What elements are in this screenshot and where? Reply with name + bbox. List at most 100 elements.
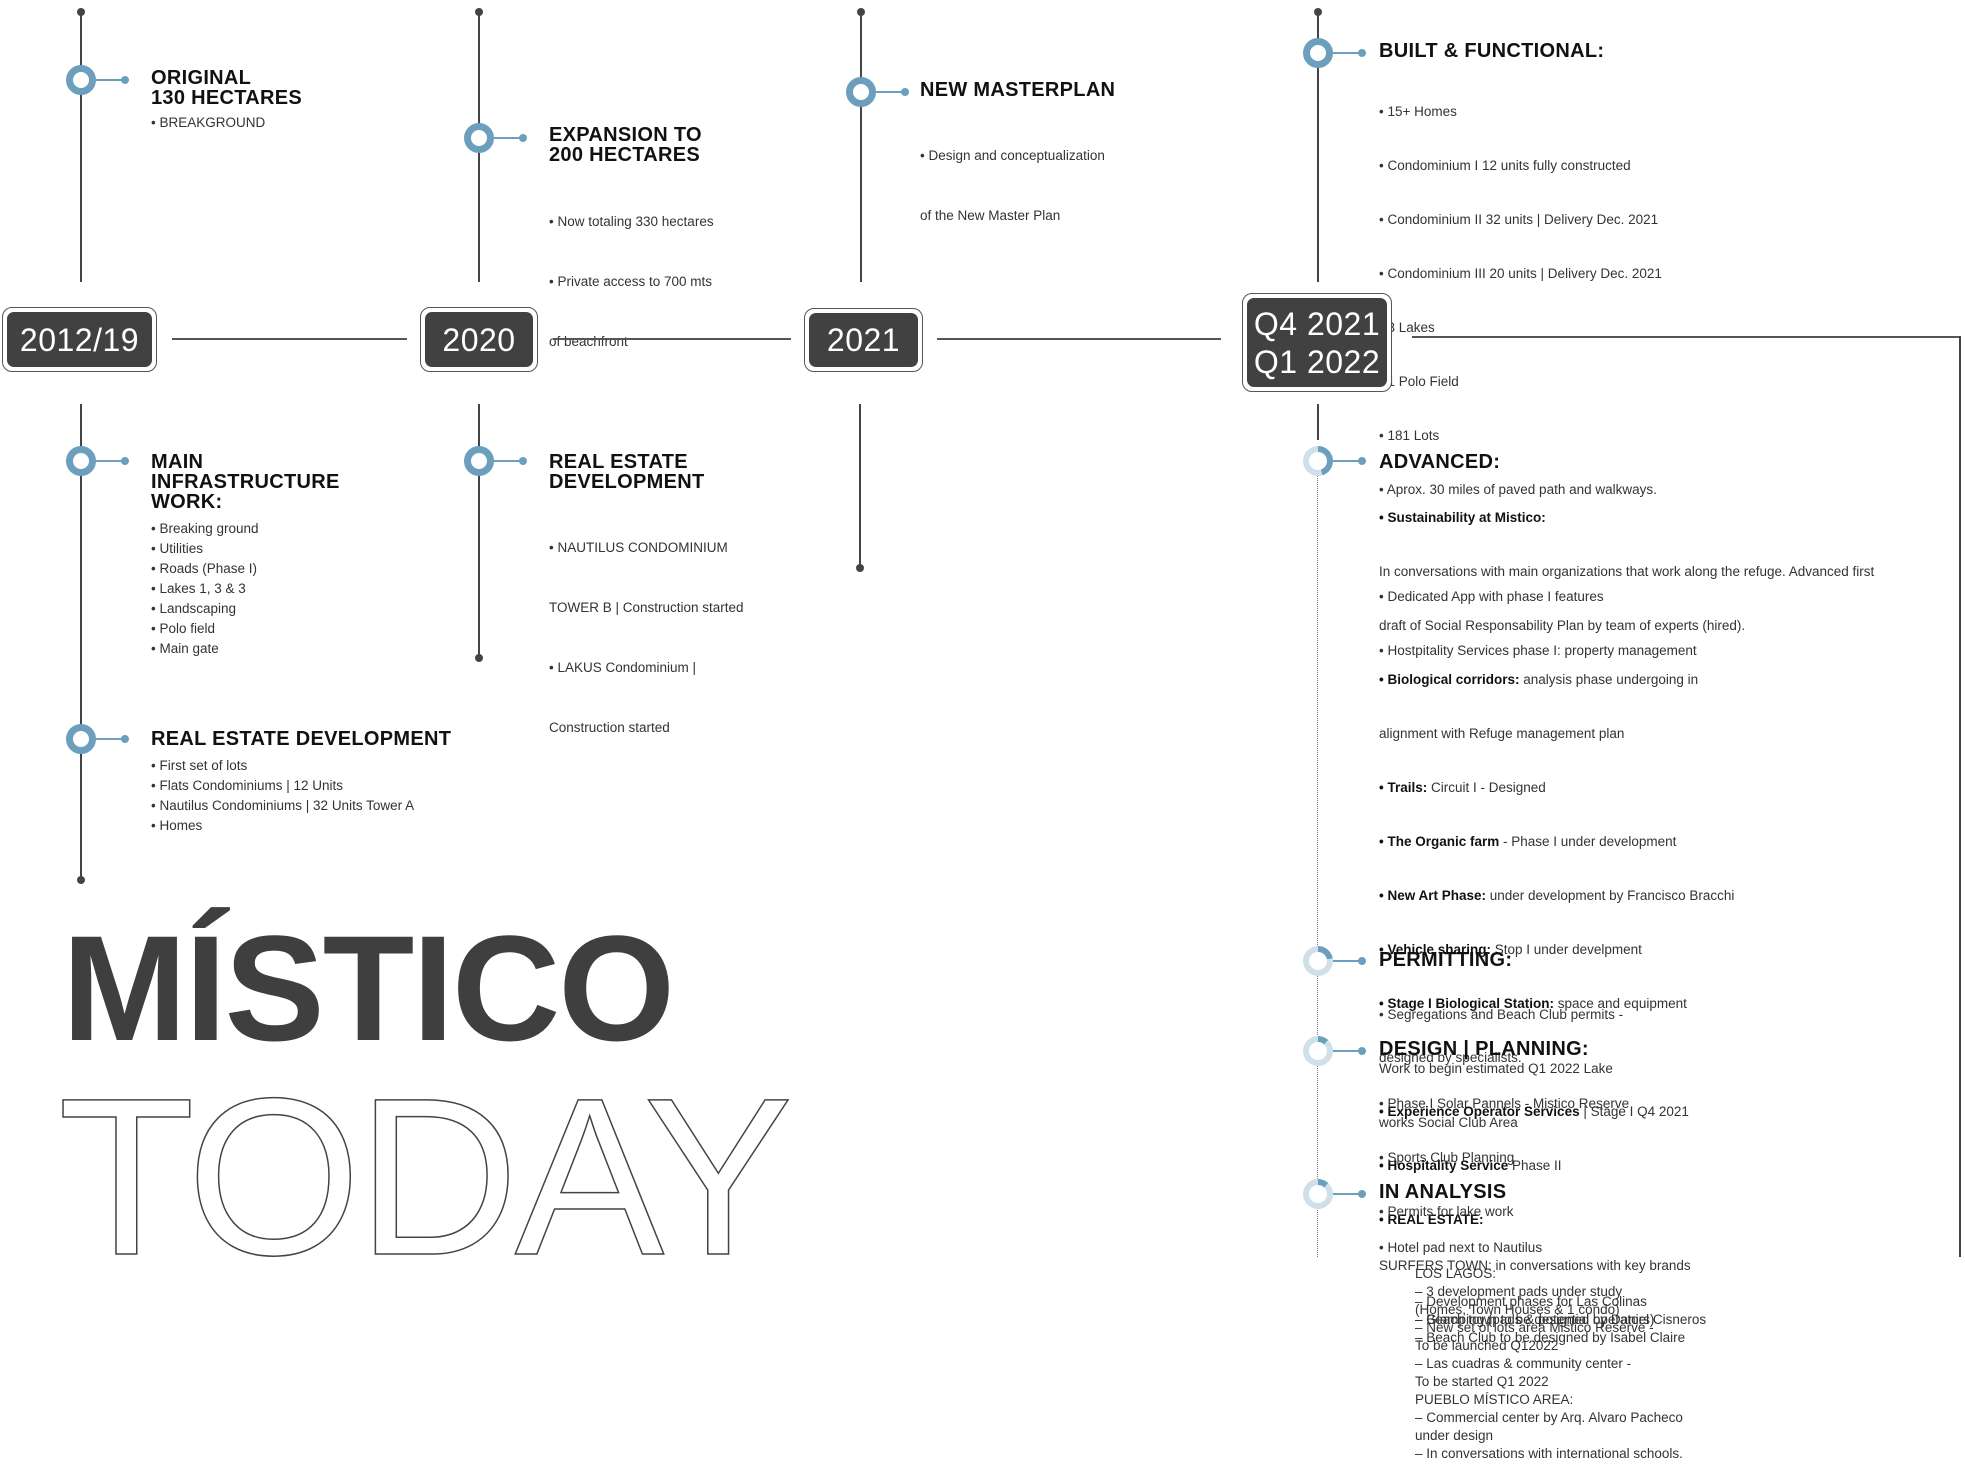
milestone-title: DESIGN | PLANNING: bbox=[1379, 1038, 1589, 1060]
milestone-title: REAL ESTATE DEVELOPMENT bbox=[151, 728, 452, 750]
year-badge: 2012/19 bbox=[2, 307, 157, 372]
milestone-list: • BREAKGROUND bbox=[151, 114, 265, 132]
item-text: Stop I under develpment bbox=[1491, 942, 1642, 957]
list-item: • Breaking ground bbox=[151, 521, 259, 536]
milestone-list: • 15+ Homes • Condominium I 12 units ful… bbox=[1379, 67, 1697, 678]
milestone-node-in-progress bbox=[1303, 946, 1333, 976]
list-item: designed by specialists. bbox=[1379, 1050, 1522, 1065]
milestone-connector bbox=[96, 457, 129, 465]
list-item: • Homes bbox=[151, 818, 203, 833]
milestone-node bbox=[66, 446, 96, 476]
list-item: • 15+ Homes bbox=[1379, 104, 1457, 119]
item-text: analysis phase undergoing in bbox=[1519, 672, 1699, 687]
list-item: In conversations with main organizations… bbox=[1379, 564, 1875, 579]
year-label: 2021 bbox=[826, 322, 901, 358]
timeline-connector bbox=[860, 12, 862, 282]
list-item: • Nautilus Condominiums | 32 Units Tower… bbox=[151, 798, 415, 813]
list-item: • BREAKGROUND bbox=[151, 115, 266, 130]
milestone-title: BUILT & FUNCTIONAL: bbox=[1379, 40, 1605, 62]
year-label: Q1 2022 bbox=[1253, 343, 1381, 380]
item-text: space and equipment bbox=[1554, 996, 1687, 1011]
list-item: • Roads (Phase I) bbox=[151, 561, 258, 576]
year-label: Q4 2021 bbox=[1253, 305, 1381, 342]
list-item: • Utilities bbox=[151, 541, 203, 556]
milestone-title-line: ORIGINAL bbox=[151, 67, 252, 89]
milestone-connector bbox=[1333, 1190, 1366, 1198]
list-item: Work to begin estimated Q1 2022 Lake bbox=[1379, 1061, 1613, 1076]
milestone-connector bbox=[1333, 957, 1366, 965]
list-item: – In conversations with international sc… bbox=[1415, 1446, 1683, 1461]
list-item: • Design and conceptualization bbox=[920, 148, 1105, 163]
milestone-list: • First set of lots • Flats Condominiums… bbox=[151, 756, 414, 836]
timeline-connector bbox=[478, 404, 480, 656]
list-item: • Segregations and Beach Club permits - bbox=[1379, 1007, 1624, 1022]
milestone-title: ORIGINAL 130 HECTARES bbox=[151, 68, 302, 108]
timeline-end-dot bbox=[856, 564, 864, 572]
milestone-node bbox=[1303, 38, 1333, 68]
timeline-axis bbox=[553, 338, 791, 340]
milestone-node bbox=[66, 65, 96, 95]
list-item: of the New Master Plan bbox=[920, 208, 1061, 223]
item-text: Phase II bbox=[1508, 1158, 1562, 1173]
milestone-title-line: INFRASTRUCTURE bbox=[151, 471, 340, 493]
list-item: works Social Club Area bbox=[1379, 1115, 1518, 1130]
list-item: • Sports Club Planning bbox=[1379, 1150, 1515, 1165]
list-item: TOWER B | Construction started bbox=[549, 600, 744, 615]
list-item: • Flats Condominiums | 12 Units bbox=[151, 778, 344, 793]
list-item: • Permits for lake work bbox=[1379, 1204, 1514, 1219]
timeline-connector bbox=[1317, 12, 1319, 282]
year-badge: 2021 bbox=[804, 308, 923, 372]
list-item: • Vehicle sharing: Stop I under develpme… bbox=[1379, 941, 1874, 959]
list-item: • The Organic farm - Phase I under devel… bbox=[1379, 833, 1874, 851]
milestone-title: ADVANCED: bbox=[1379, 451, 1501, 473]
item-heading: • REAL ESTATE: bbox=[1379, 1212, 1484, 1227]
milestone-connector bbox=[1333, 457, 1366, 465]
list-item: Construction started bbox=[549, 720, 670, 735]
list-item: To be started Q1 2022 bbox=[1415, 1374, 1549, 1389]
list-item: • Private access to 700 mts bbox=[549, 274, 713, 289]
list-item: • New Art Phase: under development by Fr… bbox=[1379, 887, 1874, 905]
year-badge: Q4 2021 Q1 2022 bbox=[1242, 293, 1392, 392]
milestone-title: REAL ESTATE DEVELOPMENT bbox=[549, 452, 705, 492]
year-badge: 2020 bbox=[420, 307, 538, 372]
milestone-title-line: 200 HECTARES bbox=[549, 144, 701, 166]
milestone-node bbox=[846, 77, 876, 107]
list-item: – Development phases for Las Colinas bbox=[1415, 1294, 1647, 1309]
list-item: • Lakes 1, 3 & 3 bbox=[151, 581, 246, 596]
list-item: of beachfront bbox=[549, 334, 628, 349]
milestone-list: • Now totaling 330 hectares • Private ac… bbox=[549, 172, 714, 372]
timeline-connector bbox=[1317, 404, 1319, 440]
timeline-connector bbox=[80, 12, 82, 282]
milestone-title-line: EXPANSION TO bbox=[549, 124, 702, 146]
milestone-connector bbox=[876, 88, 909, 96]
milestone-title: PERMITTING: bbox=[1379, 949, 1513, 971]
timeline-end-dot bbox=[77, 876, 85, 884]
timeline-connector bbox=[80, 404, 82, 880]
milestone-title: MAIN INFRASTRUCTURE WORK: bbox=[151, 452, 340, 512]
milestone-node-in-progress bbox=[1303, 1179, 1333, 1209]
milestone-list: • Design and conceptualization of the Ne… bbox=[920, 106, 1105, 246]
milestone-connector bbox=[96, 735, 129, 743]
list-item: • Experience Operator Services | Stage I… bbox=[1379, 1103, 1874, 1121]
list-item: • 3 Lakes bbox=[1379, 320, 1435, 335]
milestone-connector bbox=[96, 76, 129, 84]
list-item: • Polo field bbox=[151, 621, 216, 636]
list-item: • Main gate bbox=[151, 641, 219, 656]
list-item: • Trails: Circuit I - Designed bbox=[1379, 779, 1874, 797]
item-heading: • Vehicle sharing: bbox=[1379, 942, 1492, 957]
item-text: - Phase I under development bbox=[1499, 834, 1677, 849]
list-item: • Phase I Solar Pannels - Mistico Reserv… bbox=[1379, 1096, 1630, 1111]
milestone-list: • Hotel pad next to Nautilus – Developme… bbox=[1379, 1203, 1654, 1347]
milestone-title-line: MAIN bbox=[151, 451, 204, 473]
list-item: • NAUTILUS CONDOMINIUM bbox=[549, 540, 728, 555]
timeline-axis bbox=[937, 338, 1221, 340]
list-item: alignment with Refuge management plan bbox=[1379, 726, 1625, 741]
list-item: • Hospitality Service Phase II bbox=[1379, 1157, 1874, 1175]
item-heading: • The Organic farm bbox=[1379, 834, 1500, 849]
milestone-node bbox=[464, 123, 494, 153]
list-item: • Stage I Biological Station: space and … bbox=[1379, 995, 1874, 1013]
milestone-title-line: 130 HECTARES bbox=[151, 87, 303, 109]
list-item: – Glamping (pads & potential operators) bbox=[1415, 1312, 1655, 1327]
milestone-list: • Segregations and Beach Club permits - … bbox=[1379, 970, 1623, 1150]
year-label: 2020 bbox=[442, 321, 516, 358]
